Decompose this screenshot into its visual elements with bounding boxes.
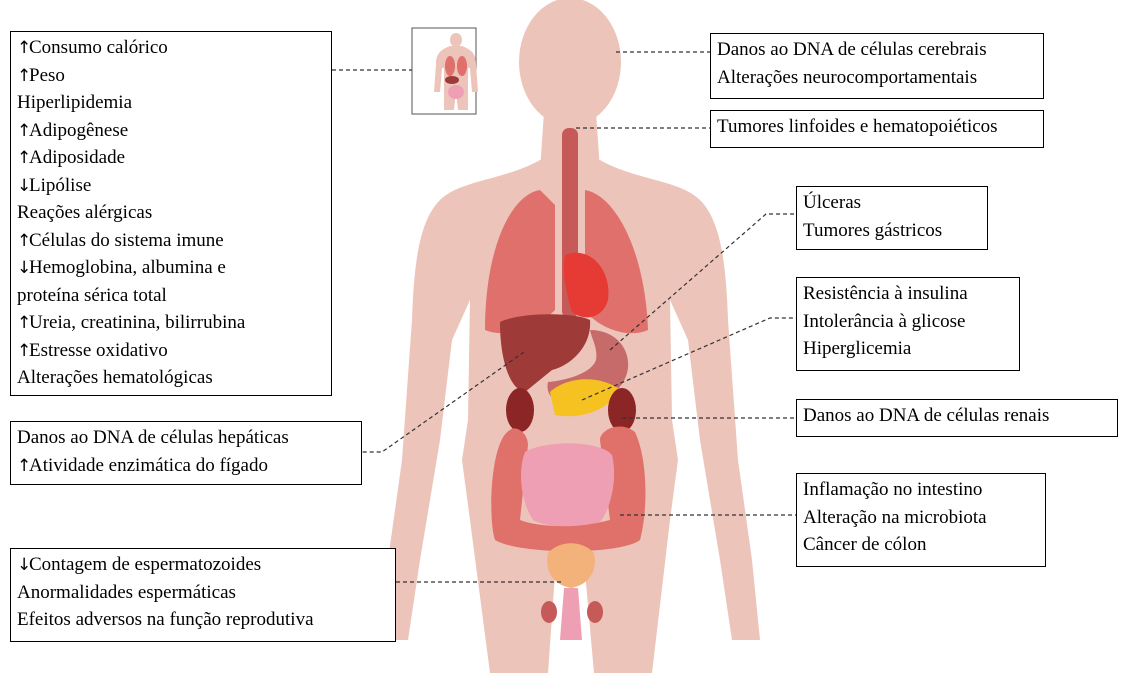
kidney-text: Danos ao DNA de células renais xyxy=(803,405,1049,426)
metabolic-line-8: ↓Hemoglobina, albumina e xyxy=(17,254,325,282)
metabolic-text: Hiperlipidemia xyxy=(17,92,132,113)
arrow-up-icon: ↑ xyxy=(17,145,29,173)
arrow-down-icon: ↓ xyxy=(17,173,29,201)
stomach-line-1: Tumores gástricos xyxy=(803,217,981,245)
metabolic-line-5: ↓Lipólise xyxy=(17,172,325,200)
reproductive-line-0: ↓Contagem de espermatozoides xyxy=(17,551,389,579)
right-kidney xyxy=(608,388,636,432)
reproductive-line-2: Efeitos adversos na função reprodutiva xyxy=(17,606,389,634)
kidney-line-0: Danos ao DNA de células renais xyxy=(803,402,1111,430)
stomach-line-0: Úlceras xyxy=(803,189,981,217)
intestine-text: Inflamação no intestino xyxy=(803,479,982,500)
metabolic-text: Peso xyxy=(29,65,65,86)
metabolic-line-11: ↑Estresse oxidativo xyxy=(17,337,325,365)
lymphoid-line-0: Tumores linfoides e hematopoiéticos xyxy=(717,113,1037,141)
metabolic-line-12: Alterações hematológicas xyxy=(17,364,325,392)
liver-line-1: ↑Atividade enzimática do fígado xyxy=(17,452,355,480)
intestine-line-0: Inflamação no intestino xyxy=(803,476,1039,504)
right-testis xyxy=(587,601,603,623)
box-lines: Danos ao DNA de células renais xyxy=(803,402,1111,430)
reproductive-organ xyxy=(560,588,582,640)
metabolic-line-4: ↑Adiposidade xyxy=(17,144,325,172)
metabolic-text: Consumo calórico xyxy=(29,37,168,58)
kidney-effects-box: Danos ao DNA de células renais xyxy=(796,399,1118,437)
lymphoid-text: Tumores linfoides e hematopoiéticos xyxy=(717,116,998,137)
metabolic-text: Adipogênese xyxy=(29,120,128,141)
liver-effects-box: Danos ao DNA de células hepáticas ↑Ativid… xyxy=(10,421,362,485)
box-lines: Tumores linfoides e hematopoiéticos xyxy=(717,113,1037,141)
brain-text: Danos ao DNA de células cerebrais xyxy=(717,39,987,60)
arrow-up-icon: ↑ xyxy=(17,63,29,91)
brain-line-0: Danos ao DNA de células cerebrais xyxy=(717,36,1037,64)
metabolic-text: Reações alérgicas xyxy=(17,202,152,223)
pancreas-line-1: Intolerância à glicose xyxy=(803,308,1013,336)
metabolic-text: Adiposidade xyxy=(29,147,125,168)
metabolic-line-9: proteína sérica total xyxy=(17,282,325,310)
metabolic-text: proteína sérica total xyxy=(17,285,167,306)
box-lines: Danos ao DNA de células cerebraisAlteraç… xyxy=(717,36,1037,91)
left-testis xyxy=(541,601,557,623)
arrow-up-icon: ↑ xyxy=(17,35,29,63)
reproductive-text: Anormalidades espermáticas xyxy=(17,582,236,603)
intestine-text: Alteração na microbiota xyxy=(803,507,987,528)
arrow-down-icon: ↓ xyxy=(17,552,29,580)
thumbnail-body-icon xyxy=(412,28,478,114)
pancreas-line-0: Resistência à insulina xyxy=(803,280,1013,308)
liver-line-0: Danos ao DNA de células hepáticas xyxy=(17,424,355,452)
intestine-line-1: Alteração na microbiota xyxy=(803,504,1039,532)
metabolic-line-0: ↑Consumo calórico xyxy=(17,34,325,62)
box-lines: Resistência à insulinaIntolerância à gli… xyxy=(803,280,1013,363)
arrow-up-icon: ↑ xyxy=(17,453,29,481)
reproductive-line-1: Anormalidades espermáticas xyxy=(17,579,389,607)
pancreas-text: Intolerância à glicose xyxy=(803,311,965,332)
arrow-down-icon: ↓ xyxy=(17,255,29,283)
arrow-up-icon: ↑ xyxy=(17,118,29,146)
brain-text: Alterações neurocomportamentais xyxy=(717,67,977,88)
pancreas-text: Hiperglicemia xyxy=(803,338,911,359)
arrow-up-icon: ↑ xyxy=(17,338,29,366)
pancreas-text: Resistência à insulina xyxy=(803,283,968,304)
metabolic-text: Alterações hematológicas xyxy=(17,367,213,388)
metabolic-line-10: ↑Ureia, creatinina, bilirrubina xyxy=(17,309,325,337)
intestine-text: Câncer de cólon xyxy=(803,534,926,555)
lymphoid-effects-box: Tumores linfoides e hematopoiéticos xyxy=(710,110,1044,148)
small-intestine xyxy=(521,443,614,526)
metabolic-line-6: Reações alérgicas xyxy=(17,199,325,227)
metabolic-text: Lipólise xyxy=(29,175,91,196)
liver-text: Danos ao DNA de células hepáticas xyxy=(17,427,289,448)
metabolic-line-3: ↑Adipogênese xyxy=(17,117,325,145)
metabolic-line-2: Hiperlipidemia xyxy=(17,89,325,117)
box-lines: Danos ao DNA de células hepáticas ↑Ativid… xyxy=(17,424,355,479)
metabolic-text: Estresse oxidativo xyxy=(29,340,168,361)
stomach-text: Úlceras xyxy=(803,192,861,213)
reproductive-text: Efeitos adversos na função reprodutiva xyxy=(17,609,314,630)
left-kidney xyxy=(506,388,534,432)
metabolic-line-7: ↑Células do sistema imune xyxy=(17,227,325,255)
pancreas-line-2: Hiperglicemia xyxy=(803,335,1013,363)
metabolic-text: Hemoglobina, albumina e xyxy=(29,257,226,278)
liver-text: Atividade enzimática do fígado xyxy=(29,455,268,476)
brain-line-1: Alterações neurocomportamentais xyxy=(717,64,1037,92)
reproductive-text: Contagem de espermatozoides xyxy=(29,554,261,575)
intestine-line-2: Câncer de cólon xyxy=(803,531,1039,559)
metabolic-text: Ureia, creatinina, bilirrubina xyxy=(29,312,245,333)
metabolic-text: Células do sistema imune xyxy=(29,230,224,251)
arrow-up-icon: ↑ xyxy=(17,228,29,256)
stomach-text: Tumores gástricos xyxy=(803,220,942,241)
metabolic-line-1: ↑Peso xyxy=(17,62,325,90)
arrow-up-icon: ↑ xyxy=(17,310,29,338)
